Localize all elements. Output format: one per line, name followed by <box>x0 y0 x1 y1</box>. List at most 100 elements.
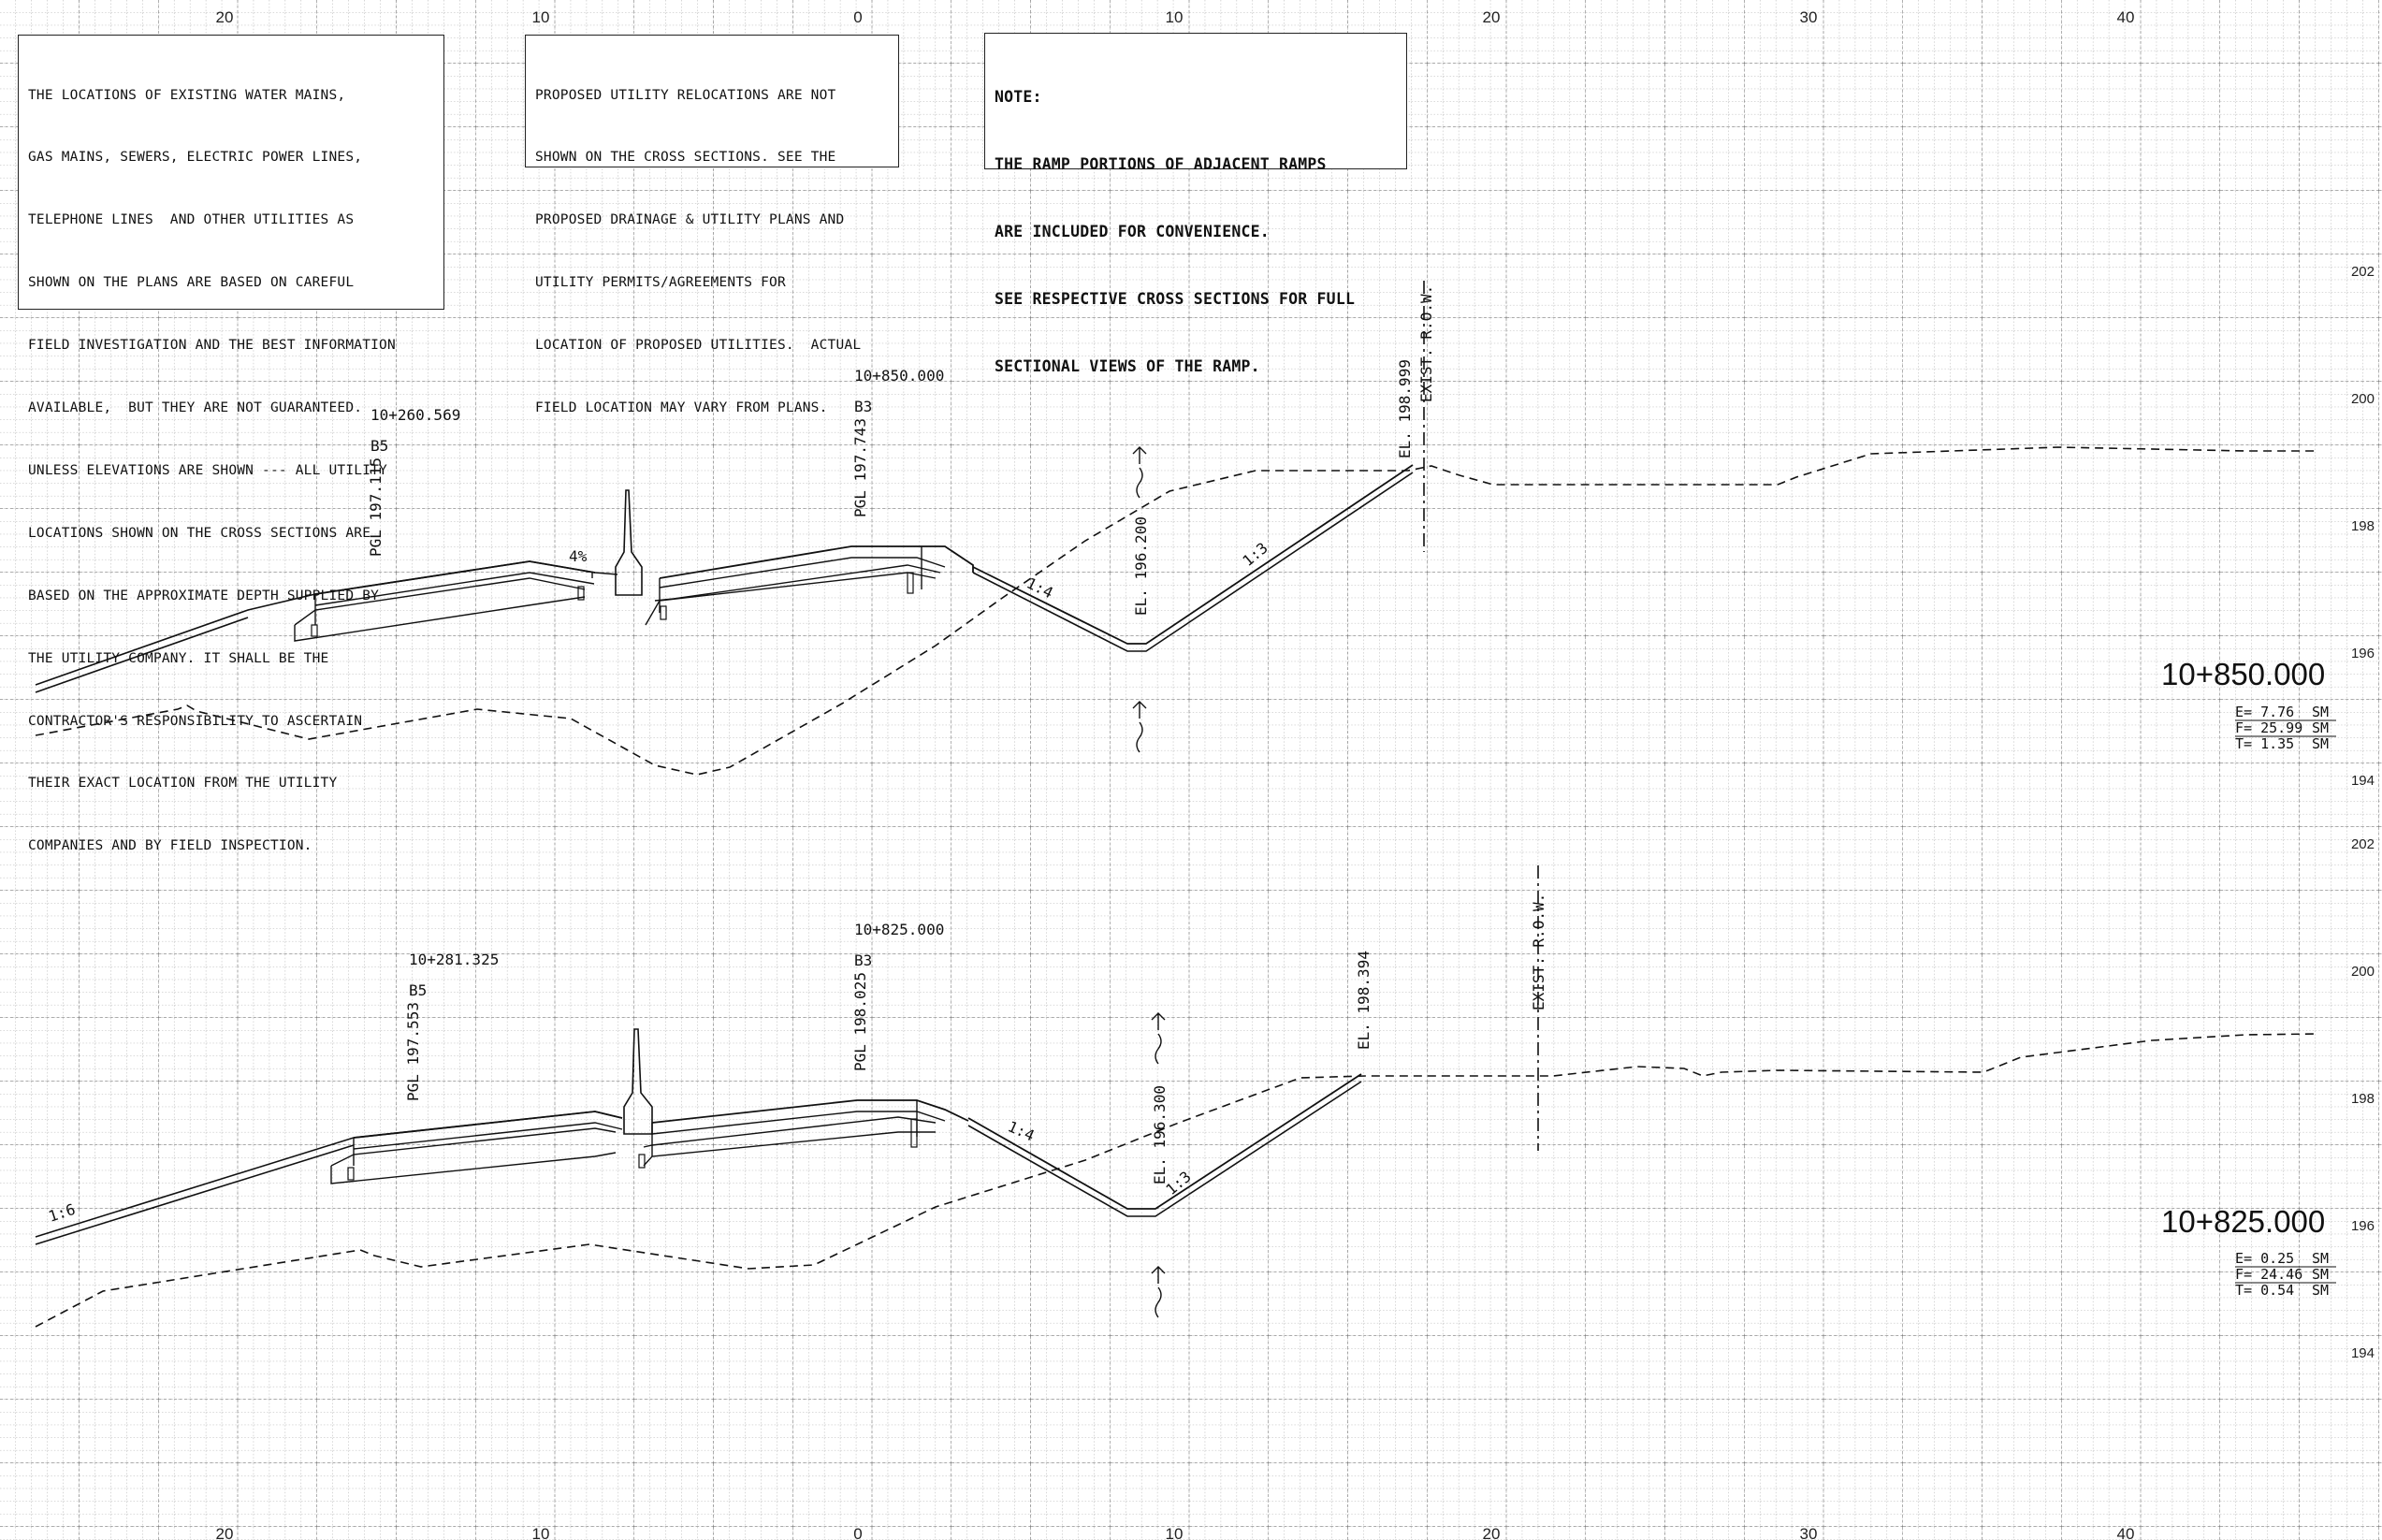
offset-tick-label: 10 <box>1166 1525 1184 1540</box>
earthwork-unit: SM <box>2312 1266 2329 1283</box>
main-pgl-label: PGL 198.025 <box>851 972 869 1071</box>
elevation-tick-label: 202 <box>2351 264 2375 280</box>
row-label: EXIST. R.O.W. <box>1530 893 1547 1010</box>
main-baseline-label: B3 <box>854 398 872 415</box>
ramp-pavement-lower <box>353 1122 623 1150</box>
note-line: CONTRACTOR'S RESPONSIBILITY TO ASCERTAIN <box>28 713 363 729</box>
break-mark <box>1132 446 1147 499</box>
note-line: TELEPHONE LINES AND OTHER UTILITIES AS <box>28 212 355 228</box>
existing-ground-line <box>35 1033 2319 1328</box>
section-station-title: 10+825.000 <box>2161 1204 2325 1239</box>
elevation-tick-label: 196 <box>2351 646 2375 661</box>
earthwork-unit: SM <box>2312 704 2329 720</box>
utility-relocation-note: PROPOSED UTILITY RELOCATIONS ARE NOT SHO… <box>525 35 899 415</box>
break-mark <box>1151 1012 1166 1065</box>
offset-tick-label: 30 <box>1800 1525 1818 1540</box>
elevation-tick-label: 194 <box>2351 773 2375 789</box>
offset-axis-top: 20 10 0 10 20 30 40 <box>216 8 2135 26</box>
note-line: THE LOCATIONS OF EXISTING WATER MAINS, <box>28 87 346 103</box>
offset-tick-label: 20 <box>1483 8 1501 26</box>
elevation-tick-label: 198 <box>2351 1091 2375 1107</box>
note-line: PROPOSED UTILITY RELOCATIONS ARE NOT <box>535 87 836 103</box>
drain-inlet <box>347 1167 355 1181</box>
row-elevation-label: EL. 198.394 <box>1355 951 1373 1050</box>
ramp-base-course <box>330 1127 617 1167</box>
main-station-label: 10+825.000 <box>854 921 944 938</box>
section-10825 <box>35 865 2319 1328</box>
break-mark <box>1132 701 1147 753</box>
note-line: COMPANIES AND BY FIELD INSPECTION. <box>28 838 312 854</box>
ramp-pavement-lower <box>314 572 595 606</box>
drain-inlet <box>311 624 318 637</box>
earthwork-t: T= 1.35 <box>2235 735 2294 752</box>
median-barrier <box>615 489 643 596</box>
earthwork-t: T= 0.54 <box>2235 1282 2294 1299</box>
ramp-pavement <box>314 560 596 595</box>
note-line: SHOWN ON THE CROSS SECTIONS. SEE THE <box>535 150 836 166</box>
elevation-tick-label: 200 <box>2351 964 2375 980</box>
section-10850-station: 10+850.000 E= 7.76 F= 25.99 T= 1.35 SM S… <box>2161 657 2336 752</box>
offset-tick-label: 0 <box>853 8 862 26</box>
offset-tick-label: 20 <box>216 1525 234 1540</box>
drain-inlet <box>660 605 667 620</box>
section-10825-station: 10+825.000 E= 0.25 F= 24.46 T= 0.54 SM S… <box>2161 1204 2336 1299</box>
note-heading: NOTE: <box>995 88 1042 106</box>
note-line: THE UTILITY COMPANY. IT SHALL BE THE <box>28 650 329 666</box>
drain-inlet <box>577 586 585 601</box>
row-label: EXIST. R.O.W. <box>1417 285 1435 402</box>
note-line: THEIR EXACT LOCATION FROM THE UTILITY <box>28 776 338 792</box>
elevation-axis-top: 202 200 198 196 194 <box>2351 264 2375 789</box>
note-line: ARE INCLUDED FOR CONVENIENCE. <box>995 223 1270 240</box>
main-pavement-lower <box>651 1111 946 1135</box>
section-station-title: 10+850.000 <box>2161 657 2325 691</box>
ramp-pgl-label: PGL 197.115 <box>367 458 385 557</box>
offset-tick-label: 20 <box>216 8 234 26</box>
ditch-slope <box>967 1073 1362 1210</box>
ramp-portions-note: NOTE: THE RAMP PORTIONS OF ADJACENT RAMP… <box>984 33 1407 375</box>
note-line: AVAILABLE, BUT THEY ARE NOT GUARANTEED. <box>28 400 363 416</box>
ditch-slope <box>972 472 1414 652</box>
offset-tick-label: 40 <box>2117 1525 2135 1540</box>
ramp-fill-slope <box>35 617 249 693</box>
row-elevation-label: EL. 198.999 <box>1396 359 1414 458</box>
note-line: GAS MAINS, SEWERS, ELECTRIC POWER LINES, <box>28 150 363 166</box>
elevation-tick-label: 194 <box>2351 1345 2375 1361</box>
earthwork-unit: SM <box>2312 1282 2329 1299</box>
offset-axis-bottom: 20 10 0 10 20 30 40 <box>216 1525 2135 1540</box>
earthwork-unit: SM <box>2312 735 2329 752</box>
earthwork-f: F= 25.99 <box>2235 719 2302 736</box>
earthwork-f: F= 24.46 <box>2235 1266 2302 1283</box>
elevation-axis-bottom: 202 200 198 196 194 <box>2351 836 2375 1361</box>
offset-tick-label: 10 <box>532 1525 550 1540</box>
ramp-fill-slope <box>35 1144 355 1245</box>
offset-tick-label: 10 <box>532 8 550 26</box>
offset-tick-label: 20 <box>1483 1525 1501 1540</box>
offset-tick-label: 0 <box>853 1525 862 1540</box>
ditch-elevation-label: EL. 196.300 <box>1151 1085 1169 1184</box>
ramp-base-course <box>294 577 586 626</box>
elevation-tick-label: 196 <box>2351 1218 2375 1234</box>
main-station-label: 10+850.000 <box>854 367 944 385</box>
earthwork-e: E= 7.76 <box>2235 704 2294 720</box>
elevation-tick-label: 200 <box>2351 391 2375 407</box>
note-line: PROPOSED DRAINAGE & UTILITY PLANS AND <box>535 212 845 228</box>
ramp-pavement <box>353 1111 623 1139</box>
main-pgl-label: PGL 197.743 <box>851 418 869 517</box>
ramp-base-course <box>330 1152 617 1184</box>
note-line: THE RAMP PORTIONS OF ADJACENT RAMPS <box>995 155 1327 173</box>
drain-inlet <box>638 1154 646 1169</box>
break-mark <box>1151 1266 1166 1318</box>
ramp-pgl-label: PGL 197.553 <box>404 1002 422 1101</box>
ramp-base-course <box>294 596 586 642</box>
earthwork-unit: SM <box>2312 1250 2329 1267</box>
note-line: UTILITY PERMITS/AGREEMENTS FOR <box>535 275 786 291</box>
offset-tick-label: 10 <box>1166 8 1184 26</box>
note-line: SEE RESPECTIVE CROSS SECTIONS FOR FULL <box>995 290 1356 308</box>
ditch-slope <box>967 1081 1362 1217</box>
note-line: LOCATION OF PROPOSED UTILITIES. ACTUAL <box>535 338 862 354</box>
cross-slope-label: 4% <box>569 547 588 565</box>
utility-disclaimer-note: THE LOCATIONS OF EXISTING WATER MAINS, G… <box>18 35 444 853</box>
note-line: FIELD INVESTIGATION AND THE BEST INFORMA… <box>28 338 396 354</box>
elevation-tick-label: 202 <box>2351 836 2375 852</box>
main-baseline-label: B3 <box>854 952 872 969</box>
